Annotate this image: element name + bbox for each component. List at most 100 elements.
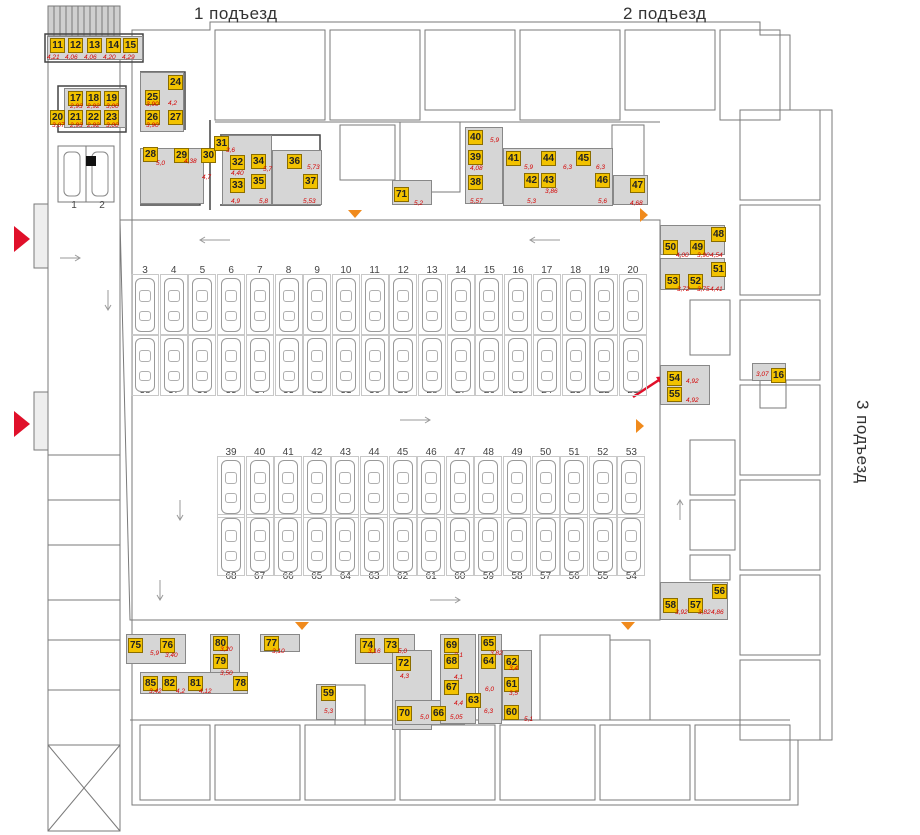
storage-number-tag[interactable]: 59 <box>321 686 336 701</box>
storage-number-tag[interactable]: 60 <box>504 705 519 720</box>
storage-number-tag[interactable]: 44 <box>541 151 556 166</box>
storage-number-tag[interactable]: 71 <box>394 187 409 202</box>
storage-number-tag[interactable]: 61 <box>504 677 519 692</box>
storage-number-tag[interactable]: 19 <box>104 91 119 106</box>
storage-number-tag[interactable]: 70 <box>397 706 412 721</box>
storage-number-tag[interactable]: 69 <box>444 638 459 653</box>
parking-space <box>590 274 619 336</box>
parking-space <box>388 514 417 576</box>
storage-number-tag[interactable]: 11 <box>50 38 65 53</box>
parking-space-number: 10 <box>340 265 352 276</box>
storage-number-tag[interactable]: 49 <box>690 240 705 255</box>
storage-number-tag[interactable]: 62 <box>504 655 519 670</box>
storage-area-label: 3,50 <box>220 670 233 677</box>
car-icon <box>478 460 499 514</box>
storage-number-tag[interactable]: 30 <box>201 148 216 163</box>
storage-number-tag[interactable]: 13 <box>87 38 102 53</box>
storage-number-tag[interactable]: 28 <box>143 147 158 162</box>
storage-area-label: 4,7 <box>202 174 212 181</box>
parking-space <box>474 456 503 518</box>
car-icon <box>565 338 586 392</box>
storage-number-tag[interactable]: 36 <box>287 154 302 169</box>
car-icon <box>364 460 384 514</box>
storage-number-tag[interactable]: 32 <box>230 155 245 170</box>
storage-number-tag[interactable]: 37 <box>303 174 318 189</box>
storage-area-label: 4,1 <box>454 674 464 681</box>
storage-number-tag[interactable]: 63 <box>466 693 481 708</box>
parking-space <box>618 274 647 336</box>
storage-number-tag[interactable]: 74 <box>360 638 375 653</box>
storage-number-tag[interactable]: 85 <box>143 676 158 691</box>
car-icon <box>393 338 414 392</box>
storage-number-tag[interactable]: 17 <box>68 91 83 106</box>
parking-space <box>360 274 389 336</box>
parking-space <box>274 274 303 336</box>
storage-number-tag[interactable]: 27 <box>168 110 183 125</box>
storage-number-tag[interactable]: 80 <box>213 636 228 651</box>
storage-number-tag[interactable]: 23 <box>104 110 119 125</box>
storage-number-tag[interactable]: 33 <box>230 178 245 193</box>
storage-number-tag[interactable]: 48 <box>711 227 726 242</box>
storage-number-tag[interactable]: 76 <box>160 638 175 653</box>
storage-number-tag[interactable]: 34 <box>251 154 266 169</box>
storage-area-label: 3,72 <box>677 286 690 293</box>
storage-number-tag[interactable]: 54 <box>667 371 682 386</box>
storage-number-tag[interactable]: 51 <box>711 262 726 277</box>
storage-number-tag[interactable]: 58 <box>663 598 678 613</box>
storage-area-label: 3,07 <box>52 122 65 129</box>
storage-number-tag[interactable]: 73 <box>384 638 399 653</box>
storage-number-tag[interactable]: 53 <box>665 274 680 289</box>
storage-number-tag[interactable]: 43 <box>541 173 556 188</box>
storage-number-tag[interactable]: 72 <box>396 656 411 671</box>
parking-space <box>131 274 159 336</box>
parking-space <box>131 334 159 396</box>
storage-number-tag[interactable]: 35 <box>251 174 266 189</box>
storage-number-tag[interactable]: 18 <box>86 91 101 106</box>
storage-area-label: 6,3 <box>484 708 494 715</box>
storage-number-tag[interactable]: 79 <box>213 654 228 669</box>
parking-space-number: 9 <box>314 265 320 276</box>
parking-space-number: 50 <box>540 447 552 458</box>
storage-number-tag[interactable]: 29 <box>174 148 189 163</box>
storage-number-tag[interactable]: 20 <box>50 110 65 125</box>
storage-number-tag[interactable]: 56 <box>712 584 727 599</box>
storage-number-tag[interactable]: 50 <box>663 240 678 255</box>
storage-number-tag[interactable]: 21 <box>68 110 83 125</box>
storage-number-tag[interactable]: 39 <box>468 150 483 165</box>
storage-area-label: 2,93 <box>70 122 83 129</box>
storage-number-tag[interactable]: 75 <box>128 638 143 653</box>
storage-number-tag[interactable]: 16 <box>771 368 786 383</box>
car-icon <box>163 278 184 332</box>
storage-number-tag[interactable]: 64 <box>481 654 496 669</box>
storage-number-tag[interactable]: 46 <box>595 173 610 188</box>
storage-number-tag[interactable]: 67 <box>444 680 459 695</box>
storage-number-tag[interactable]: 82 <box>162 676 177 691</box>
storage-number-tag[interactable]: 45 <box>576 151 591 166</box>
storage-number-tag[interactable]: 22 <box>86 110 101 125</box>
storage-number-tag[interactable]: 12 <box>68 38 83 53</box>
storage-number-tag[interactable]: 42 <box>524 173 539 188</box>
storage-number-tag[interactable]: 52 <box>688 274 703 289</box>
storage-number-tag[interactable]: 66 <box>431 706 446 721</box>
storage-number-tag[interactable]: 57 <box>688 598 703 613</box>
storage-number-tag[interactable]: 26 <box>145 110 160 125</box>
storage-area-label: 4,21 <box>47 54 60 61</box>
storage-number-tag[interactable]: 41 <box>506 151 521 166</box>
storage-number-tag[interactable]: 14 <box>106 38 121 53</box>
storage-number-tag[interactable]: 24 <box>168 75 183 90</box>
storage-number-tag[interactable]: 40 <box>468 130 483 145</box>
storage-number-tag[interactable]: 78 <box>233 676 248 691</box>
storage-area-label: 4,08 <box>470 165 483 172</box>
storage-number-tag[interactable]: 81 <box>188 676 203 691</box>
storage-number-tag[interactable]: 65 <box>481 636 496 651</box>
storage-number-tag[interactable]: 38 <box>468 175 483 190</box>
storage-number-tag[interactable]: 31 <box>214 136 229 151</box>
storage-number-tag[interactable]: 25 <box>145 90 160 105</box>
storage-number-tag[interactable]: 68 <box>444 654 459 669</box>
storage-number-tag[interactable]: 47 <box>630 178 645 193</box>
exit-marker-icon <box>636 419 644 433</box>
parking-space <box>245 456 274 518</box>
storage-number-tag[interactable]: 15 <box>123 38 138 53</box>
storage-number-tag[interactable]: 55 <box>667 387 682 402</box>
storage-number-tag[interactable]: 77 <box>264 636 279 651</box>
